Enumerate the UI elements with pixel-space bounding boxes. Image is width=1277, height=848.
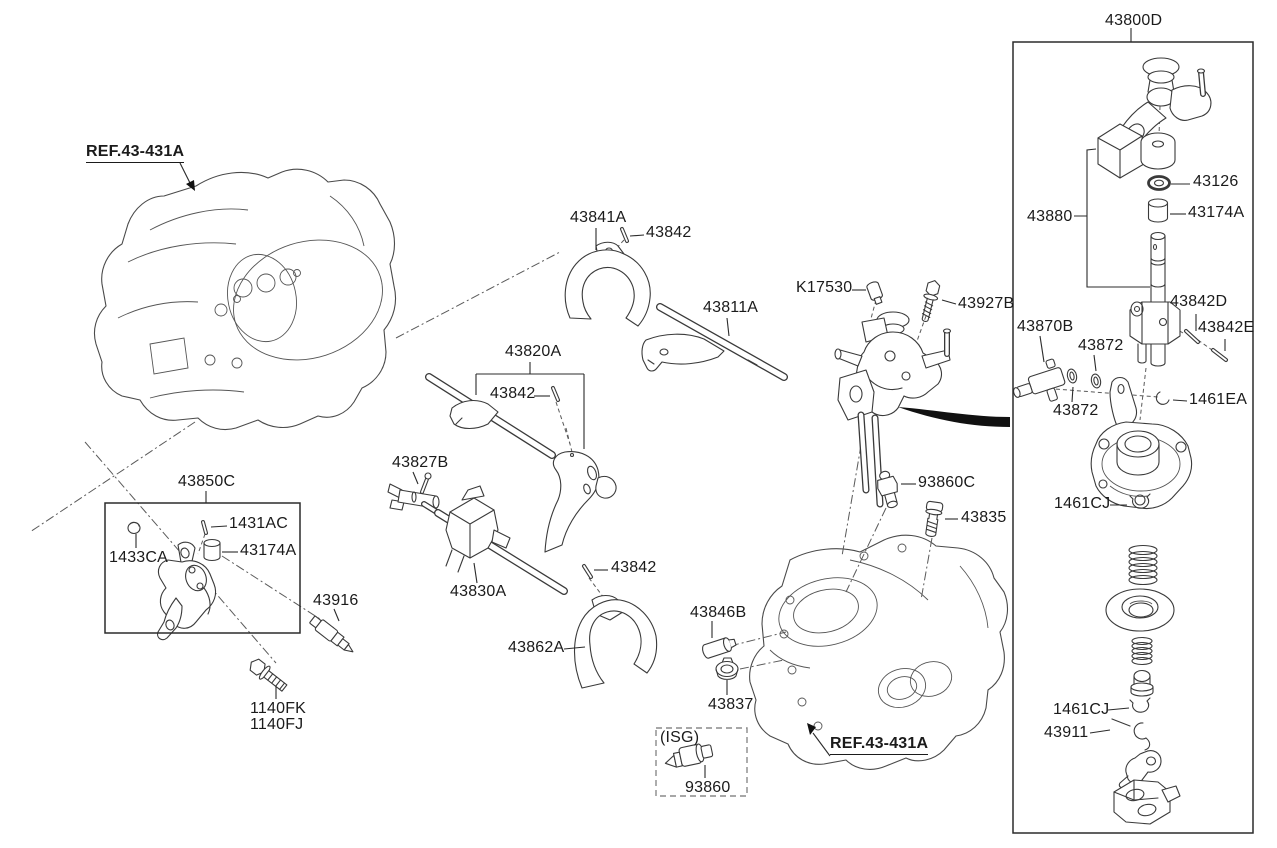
part-label-43872-upper: 43872 bbox=[1078, 337, 1124, 354]
plug-1433ca bbox=[127, 521, 141, 535]
part-label-43850c: 43850C bbox=[178, 473, 236, 490]
snap-ring-1461cj-lower bbox=[1129, 697, 1151, 713]
shift-rail-43820a bbox=[425, 373, 556, 459]
shift-block-bottom bbox=[1113, 779, 1181, 825]
sensor-93860c bbox=[877, 470, 898, 509]
part-label-43174a-right: 43174A bbox=[1188, 204, 1245, 221]
part-label-43841a: 43841A bbox=[570, 209, 627, 226]
roller-bushing bbox=[1140, 132, 1176, 170]
part-label-43916: 43916 bbox=[313, 592, 359, 609]
part-label-43842-top: 43842 bbox=[646, 224, 692, 241]
leader-lines bbox=[135, 28, 1226, 778]
clip-1461ea bbox=[1155, 391, 1170, 405]
pin-43842e bbox=[1211, 348, 1228, 362]
part-label-43126: 43126 bbox=[1193, 173, 1239, 190]
pin-43842d bbox=[1184, 329, 1200, 344]
shift-lug-lever-43820a bbox=[544, 451, 617, 553]
shift-fork-43862a bbox=[574, 594, 658, 689]
part-label-43842e: 43842E bbox=[1198, 319, 1255, 336]
part-label-43862a: 43862A bbox=[508, 639, 565, 656]
part-label-1461cj-lower: 1461CJ bbox=[1053, 701, 1110, 718]
part-label-43827b: 43827B bbox=[392, 454, 449, 471]
pivot-lever-small bbox=[1118, 750, 1162, 789]
select-lever-43880 bbox=[1097, 57, 1212, 179]
part-label-43927b: 43927B bbox=[958, 295, 1015, 312]
spring-clip-43911 bbox=[1111, 718, 1151, 751]
part-label-43830a: 43830A bbox=[450, 583, 507, 600]
part-label-43174a-left: 43174A bbox=[240, 542, 297, 559]
shift-guide-block bbox=[1129, 301, 1181, 367]
part-label-43846b: 43846B bbox=[690, 604, 747, 621]
pin-43842-lower bbox=[582, 564, 593, 579]
pin-43842-top bbox=[620, 227, 629, 243]
part-label-43872-lower: 43872 bbox=[1053, 402, 1099, 419]
part-label-43835: 43835 bbox=[961, 509, 1007, 526]
sensor-93860-isg bbox=[664, 743, 714, 768]
part-label-43800d: 43800D bbox=[1105, 12, 1163, 29]
switch-43916 bbox=[309, 615, 354, 653]
bolt-43835 bbox=[925, 500, 944, 537]
cap-bushing bbox=[1130, 669, 1154, 697]
oring-43872-lower bbox=[1066, 368, 1078, 384]
seal-43126 bbox=[1147, 175, 1171, 191]
part-label-43880: 43880 bbox=[1027, 208, 1073, 225]
part-label-k17530: K17530 bbox=[796, 279, 853, 296]
shift-rail-43811a bbox=[641, 303, 788, 381]
pin-1431ac bbox=[201, 520, 208, 535]
part-label-1140fj: 1140FJ bbox=[250, 716, 304, 733]
gear-shift-lever-shaft-assembly bbox=[834, 311, 952, 508]
bushing-43174a-right bbox=[1147, 198, 1169, 223]
shift-cover-housing bbox=[1090, 376, 1193, 510]
shift-rail-43830a bbox=[421, 485, 568, 595]
snap-ring-1461cj-upper bbox=[1129, 493, 1151, 509]
bolt-1140fk bbox=[249, 658, 288, 692]
isg-option-tag: (ISG) bbox=[660, 729, 700, 746]
detail-swoosh-arrow bbox=[898, 407, 1010, 427]
bolt-43927b bbox=[921, 280, 941, 323]
shift-lever-bracket-43850c bbox=[157, 541, 217, 641]
detail-panel-43800d-frame bbox=[1012, 41, 1254, 834]
part-label-93860c: 93860C bbox=[918, 474, 976, 491]
sub-assembly-box-43850c-frame bbox=[104, 502, 301, 634]
part-label-1431ac: 1431AC bbox=[229, 515, 289, 532]
transaxle-case-rear bbox=[749, 534, 1009, 770]
part-label-43820a: 43820A bbox=[505, 343, 562, 360]
part-label-43842-mid: 43842 bbox=[490, 385, 536, 402]
spring-large bbox=[1128, 544, 1158, 586]
transaxle-case-front bbox=[93, 168, 397, 431]
part-label-43837: 43837 bbox=[708, 696, 754, 713]
sensor-43870b bbox=[1013, 358, 1066, 402]
bushing-43174a-left bbox=[203, 538, 221, 562]
part-label-93860: 93860 bbox=[685, 779, 731, 796]
ref-callout-bottom: REF.43-431A bbox=[830, 735, 929, 756]
oring-43872-upper bbox=[1090, 373, 1102, 389]
part-label-43842-lower: 43842 bbox=[611, 559, 657, 576]
pin-43842-mid bbox=[551, 386, 560, 402]
part-label-1461cj-upper: 1461CJ bbox=[1054, 495, 1111, 512]
plug-43837 bbox=[715, 657, 739, 680]
ref-callout-top: REF.43-431A bbox=[86, 143, 185, 164]
plug-k17530 bbox=[866, 281, 883, 305]
part-label-43811a: 43811A bbox=[703, 299, 759, 316]
part-label-1433ca: 1433CA bbox=[109, 549, 169, 566]
spring-small bbox=[1131, 636, 1153, 666]
part-label-43870b: 43870B bbox=[1017, 318, 1074, 335]
frames bbox=[104, 41, 1254, 834]
part-label-1461ea: 1461EA bbox=[1189, 391, 1248, 408]
interlock-lever-43827b bbox=[387, 472, 440, 511]
isg-option-box-frame bbox=[655, 727, 748, 797]
shift-fork-43841a bbox=[564, 241, 651, 327]
part-label-43911: 43911 bbox=[1044, 724, 1089, 741]
part-label-1140fk: 1140FK bbox=[250, 700, 307, 717]
control-shaft bbox=[1150, 231, 1166, 307]
part-label-43842d: 43842D bbox=[1170, 293, 1228, 310]
seal-grommet-large bbox=[1105, 588, 1175, 632]
plug-43846b bbox=[702, 637, 737, 659]
